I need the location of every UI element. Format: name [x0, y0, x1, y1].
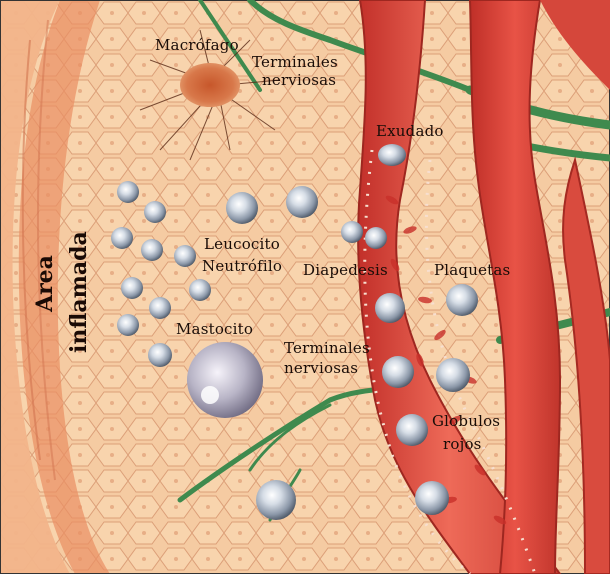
label-area: Area	[32, 255, 58, 312]
label-globulos-2: rojos	[443, 436, 482, 453]
label-mastocito: Mastocito	[176, 321, 253, 338]
label-terminales-mid-1: Terminales	[284, 340, 370, 357]
label-terminales-top-2: nerviosas	[262, 72, 336, 89]
label-leucocito-1: Leucocito	[204, 236, 280, 253]
label-macrofago: Macrófago	[155, 37, 239, 54]
label-inflamada: inflamada	[66, 231, 92, 353]
label-plaquetas: Plaquetas	[434, 262, 510, 279]
label-leucocito-2: Neutrófilo	[202, 258, 282, 275]
label-diapedesis: Diapedesis	[303, 262, 388, 279]
label-terminales-top-1: Terminales	[252, 54, 338, 71]
label-globulos-1: Globulos	[432, 413, 500, 430]
mast-cell	[187, 342, 263, 418]
label-exudado: Exudado	[376, 123, 444, 140]
label-terminales-mid-2: nerviosas	[284, 360, 358, 377]
